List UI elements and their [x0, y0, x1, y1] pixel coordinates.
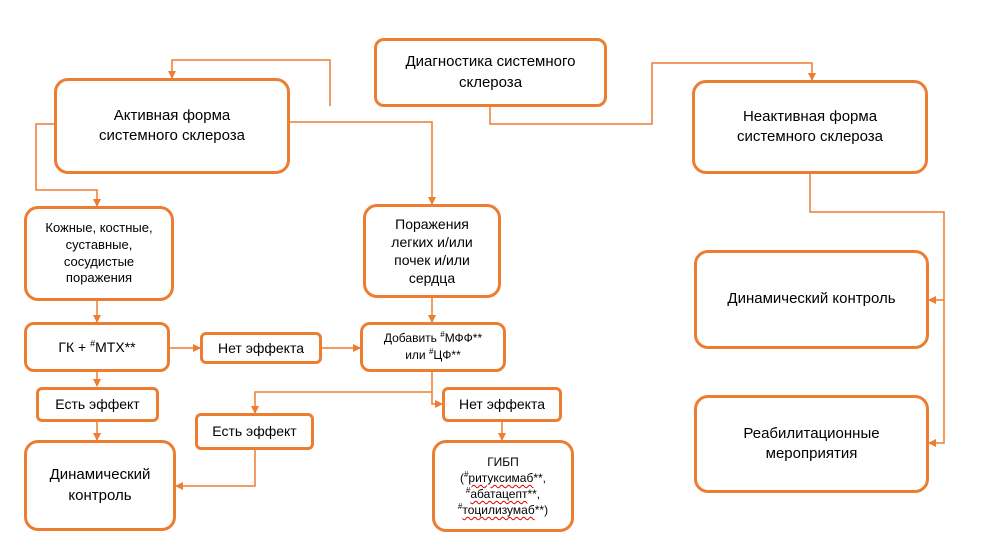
- arrow-inactive-to-dyn: [809, 174, 945, 304]
- gk-mtx-box: ГК + #МТХ**: [24, 322, 170, 372]
- gibp-drug-1: ритуксимаб: [468, 470, 534, 485]
- add-or: или: [405, 348, 429, 362]
- add-sup-2: #: [428, 347, 434, 356]
- add-drug-1: МФФ**: [444, 331, 483, 346]
- gibp-box: ГИБП (#ритуксимаб**, #абатацепт**, #тоци…: [432, 440, 574, 532]
- arrow-effect-mid-to-dyn: [175, 450, 256, 490]
- gibp-item-2: #абатацепт**,: [458, 486, 548, 502]
- inactive-form-box: Неактивная форма системного склероза: [692, 80, 928, 174]
- dynamic-control-box-left: Динамический контроль: [24, 440, 176, 531]
- no-effect-label-2: Нет эффекта: [458, 396, 546, 413]
- dynamic-control-label-left: Динамический контроль: [49, 466, 151, 504]
- arrow-diagnosis-to-active: [168, 59, 331, 106]
- gibp-tail-3: **): [534, 503, 549, 518]
- rehabilitation-box: Реабилитационные мероприятия: [694, 395, 929, 493]
- gibp-tail-2: **,: [527, 487, 541, 501]
- add-drug-2: ЦФ**: [433, 348, 461, 362]
- arrow-diagnosis-to-inactive: [489, 62, 816, 125]
- arrow-active-to-organs: [288, 121, 436, 205]
- arrow-add-to-effect: [251, 372, 433, 414]
- gibp-title: ГИБП: [487, 454, 519, 469]
- gibp-content: ГИБП (#ритуксимаб**, #абатацепт**, #тоци…: [458, 454, 548, 519]
- gk-mtx-label: ГК + #МТХ**: [58, 338, 135, 356]
- gibp-item-3: #тоцилизумаб**): [458, 502, 548, 518]
- effect-box-left: Есть эффект: [36, 387, 159, 422]
- active-form-label: Активная форма системного склероза: [98, 106, 246, 144]
- gibp-item-1: (#ритуксимаб**,: [458, 470, 548, 486]
- gibp-drug-2: абатацепт: [470, 487, 528, 501]
- gibp-sup-2: #: [465, 486, 471, 495]
- active-form-box: Активная форма системного склероза: [54, 78, 290, 174]
- rehabilitation-label: Реабилитационные мероприятия: [743, 424, 880, 462]
- no-effect-box-2: Нет эффекта: [442, 387, 562, 422]
- no-effect-label-1: Нет эффекта: [217, 339, 305, 356]
- gibp-open-paren: (: [459, 470, 464, 485]
- inactive-form-label: Неактивная форма системного склероза: [736, 107, 884, 145]
- gk-mtx-sup: #: [90, 338, 96, 349]
- gk-mtx-prefix: ГК +: [58, 338, 91, 355]
- arrow-active-to-skin: [35, 123, 101, 207]
- add-sup-1: #: [440, 330, 445, 340]
- skin-lesions-box: Кожные, костные, суставные, сосудистые п…: [24, 206, 174, 301]
- gibp-sup-1: #: [463, 469, 469, 479]
- no-effect-box-1: Нет эффекта: [200, 332, 322, 364]
- diagnosis-label: Диагностика системного склероза: [405, 53, 576, 91]
- diagnosis-box: Диагностика системного склероза: [374, 38, 607, 107]
- dynamic-control-box-right: Динамический контроль: [694, 250, 929, 349]
- effect-label-mid: Есть эффект: [212, 423, 297, 440]
- add-prefix: Добавить: [383, 331, 441, 346]
- gibp-drug-3: тоцилизумаб: [462, 503, 535, 518]
- arrow-add-to-noeffect: [431, 392, 443, 408]
- gibp-tail-1: **,: [533, 470, 547, 485]
- effect-label-left: Есть эффект: [55, 396, 140, 413]
- organ-lesions-label: Поражения легких и/или почек и/или сердц…: [391, 215, 473, 287]
- skin-lesions-label: Кожные, костные, суставные, сосудистые п…: [45, 219, 153, 286]
- add-mff-cf-label: Добавить #МФФ**или #ЦФ**: [384, 330, 482, 363]
- organ-lesions-box: Поражения легких и/или почек и/или сердц…: [363, 204, 501, 298]
- gk-mtx-name: МТХ**: [95, 338, 136, 355]
- dynamic-control-label-right: Динамический контроль: [727, 290, 896, 308]
- effect-box-mid: Есть эффект: [195, 413, 314, 450]
- add-mff-cf-box: Добавить #МФФ**или #ЦФ**: [360, 322, 506, 372]
- arrow-inactive-to-rehab: [928, 300, 945, 447]
- gibp-sup-3: #: [457, 502, 463, 512]
